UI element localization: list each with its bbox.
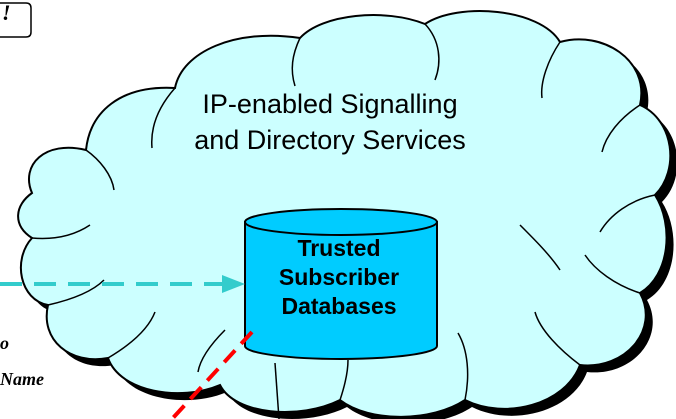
red-dashed-line (170, 330, 254, 419)
database-label-line-1: Trusted (297, 235, 381, 261)
database-label-line-3: Databases (281, 293, 397, 319)
cloud-title-line-2: and Directory Services (194, 125, 466, 155)
left-fragment-text: o (0, 333, 9, 353)
top-left-fragment-text: ! (2, 0, 11, 25)
database-link-line (274, 362, 280, 419)
cloud-title-line-1: IP-enabled Signalling (202, 89, 458, 119)
database-label: Trusted Subscriber Databases (241, 234, 437, 321)
database-body (244, 221, 438, 360)
name-fragment-text: Name (0, 369, 44, 389)
database-cylinder (244, 208, 438, 360)
cloud-creases (31, 23, 656, 401)
cloud-title: IP-enabled Signalling and Directory Serv… (130, 86, 530, 158)
database-label-line-2: Subscriber (278, 264, 400, 290)
top-left-box-fragment (0, 2, 32, 38)
teal-dashed-arrow (0, 275, 245, 293)
database-top (244, 208, 438, 236)
